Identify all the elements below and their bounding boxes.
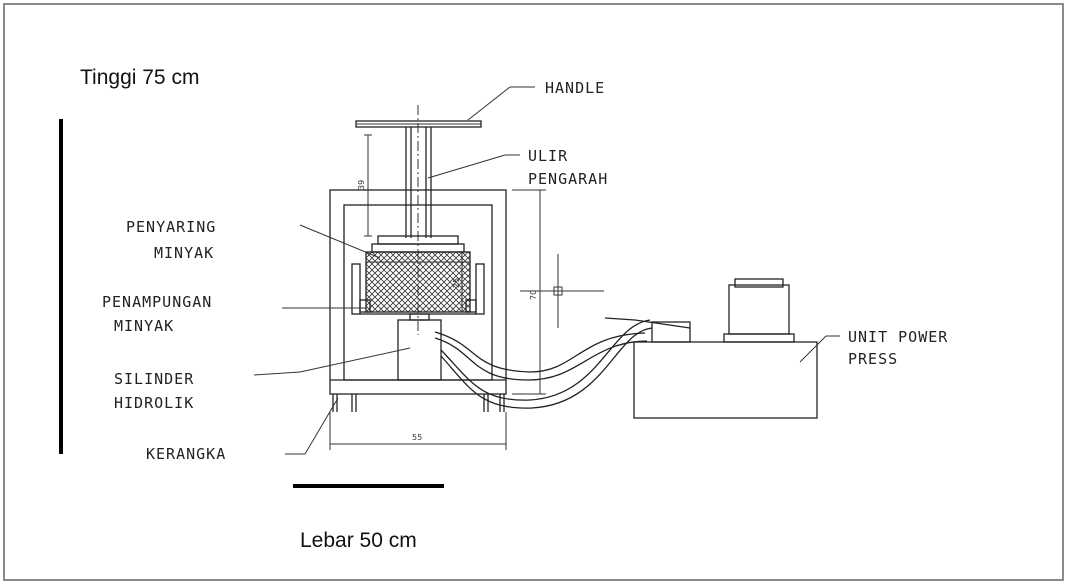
hydraulic-power-unit bbox=[633, 278, 818, 419]
label-silinder-2: HIDROLIK bbox=[114, 394, 194, 412]
width-scale-bar bbox=[293, 484, 444, 488]
dim-top-height: 39 bbox=[357, 180, 366, 190]
label-unit-2: PRESS bbox=[848, 350, 898, 368]
label-handle: HANDLE bbox=[545, 79, 605, 97]
label-silinder-1: SILINDER bbox=[114, 370, 194, 388]
width-caption: Lebar 50 cm bbox=[300, 529, 417, 552]
height-scale-bar bbox=[59, 119, 63, 454]
label-penampungan-2: MINYAK bbox=[114, 317, 174, 335]
threaded-rod bbox=[405, 105, 432, 335]
dim-basket-height: 25 bbox=[452, 278, 461, 288]
label-unit-1: UNIT POWER bbox=[848, 328, 948, 346]
height-caption: Tinggi 75 cm bbox=[80, 66, 199, 89]
dim-total-height: 70 bbox=[529, 290, 538, 300]
oil-filter-basket bbox=[365, 235, 471, 313]
hydraulic-cylinder bbox=[397, 313, 442, 381]
dim-bottom-width: 55 bbox=[412, 433, 422, 442]
hydraulic-hoses bbox=[434, 317, 691, 409]
label-penyaring-2: MINYAK bbox=[154, 244, 214, 262]
leader-lines bbox=[253, 86, 840, 455]
label-ulir-2: PENGARAH bbox=[528, 170, 608, 188]
label-kerangka: KERANGKA bbox=[146, 445, 226, 463]
label-ulir-1: ULIR bbox=[528, 147, 568, 165]
dimension-lines bbox=[329, 134, 604, 450]
label-penampungan-1: PENAMPUNGAN bbox=[102, 293, 212, 311]
label-penyaring-1: PENYARING bbox=[126, 218, 216, 236]
figure-frame bbox=[3, 3, 1064, 581]
